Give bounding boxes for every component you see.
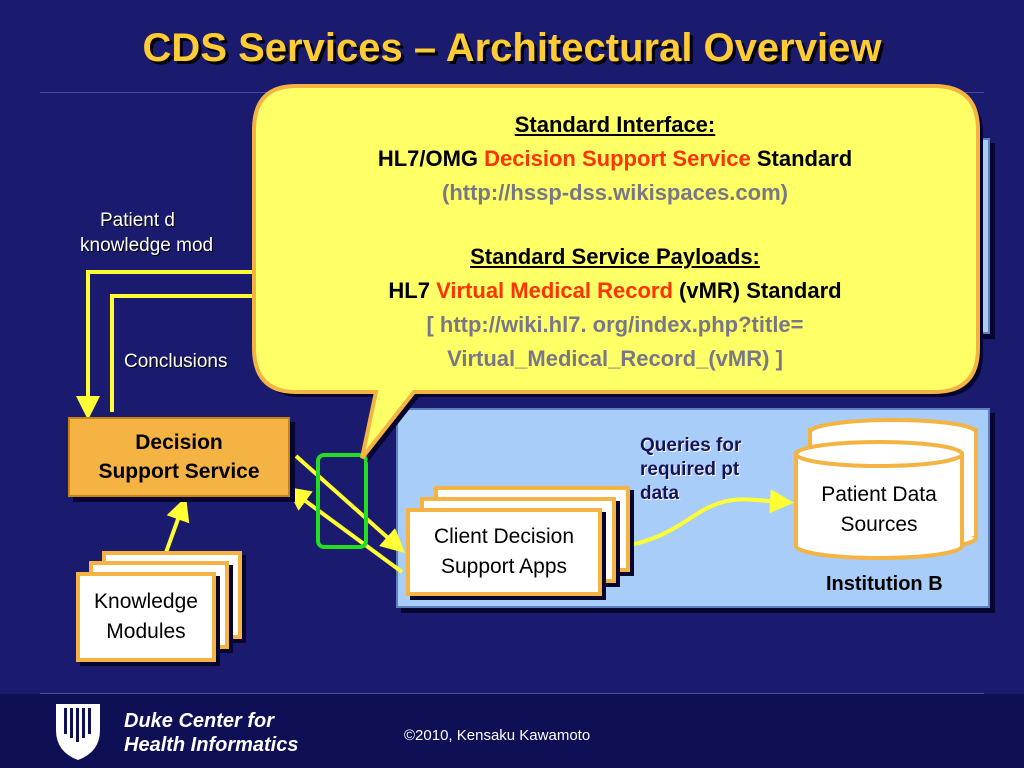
patient-sources-label-line1: Patient Data xyxy=(821,483,937,506)
callout-heading-standard-interface: Standard Interface: xyxy=(514,112,716,137)
queries-label: Queries for required pt data xyxy=(640,434,741,506)
queries-label-line1: Queries for xyxy=(640,435,742,456)
callout-line-dss: HL7/OMG Decision Support Service Standar… xyxy=(262,142,968,176)
org-name-line2: Health Informatics xyxy=(124,734,299,756)
slide-title: CDS Services – Architectural Overview xyxy=(142,26,882,70)
arrow-queries xyxy=(603,489,794,550)
arrow-dss-to-client xyxy=(294,454,405,553)
dss-label-line2: Support Service xyxy=(98,460,260,483)
decision-support-service-node: Decision Support Service xyxy=(68,417,290,497)
knowledge-modules-node: Knowledge Modules xyxy=(76,572,216,662)
knowledge-label-line1: Knowledge xyxy=(94,590,198,613)
interface-highlight-box xyxy=(316,453,368,549)
footer-divider xyxy=(40,693,984,694)
callout-line3-prefix: HL7 xyxy=(388,278,430,303)
institution-b-label: Institution B xyxy=(826,573,943,595)
org-name-line1: Duke Center for xyxy=(124,710,275,732)
client-label-line2: Support Apps xyxy=(440,555,568,578)
patient-data-label-line2: knowledge mod xyxy=(80,235,214,256)
arrow-client-to-dss xyxy=(286,486,404,574)
footer-band xyxy=(0,694,1024,768)
arrow-conclusions-up xyxy=(110,294,270,412)
copyright-text: ©2010, Kensaku Kawamoto xyxy=(404,727,591,744)
patient-sources-label-line2: Sources xyxy=(840,513,918,536)
callout-line-vmr: HL7 Virtual Medical Record (vMR) Standar… xyxy=(262,274,968,308)
client-label-line1: Client Decision xyxy=(433,525,575,548)
patient-data-sources-node: Patient Data Sources xyxy=(796,478,962,542)
arrow-patient-data-down xyxy=(76,270,270,420)
conclusions-label: Conclusions xyxy=(124,351,228,372)
dss-label-line1: Decision xyxy=(135,431,223,454)
duke-shield-logo-icon xyxy=(56,704,100,760)
callout-line3-highlight: Virtual Medical Record xyxy=(436,278,673,303)
queries-label-line2: required pt xyxy=(640,459,740,480)
patient-data-label-line1: Patient d xyxy=(100,210,175,231)
organization-name: Duke Center for Health Informatics xyxy=(124,709,298,757)
client-decision-support-apps-node: Client Decision Support Apps xyxy=(406,508,602,596)
callout-line1-suffix: Standard xyxy=(756,146,853,171)
callout-dss-link: (http://hssp-dss.wikispaces.com) xyxy=(442,180,788,205)
callout-spacer xyxy=(262,210,968,240)
callout-line1-highlight: Decision Support Service xyxy=(484,146,751,171)
callout-text: Standard Interface: HL7/OMG Decision Sup… xyxy=(262,108,968,376)
callout-line1-prefix: HL7/OMG xyxy=(377,146,479,171)
patient-data-label: Patient d knowledge mod xyxy=(60,208,270,258)
queries-label-line3: data xyxy=(640,483,680,504)
callout-vmr-link-line2: Virtual_Medical_Record_(vMR) ] xyxy=(447,346,783,371)
patient-data-sources-cylinders xyxy=(794,418,978,560)
callout-heading-payloads: Standard Service Payloads: xyxy=(470,244,760,269)
callout-vmr-link-line1: [ http://wiki.hl7. org/index.php?title= xyxy=(426,312,804,337)
knowledge-label-line2: Modules xyxy=(106,620,186,643)
arrow-knowledge-to-dss xyxy=(162,496,190,559)
callout-line3-suffix: (vMR) Standard xyxy=(679,278,842,303)
